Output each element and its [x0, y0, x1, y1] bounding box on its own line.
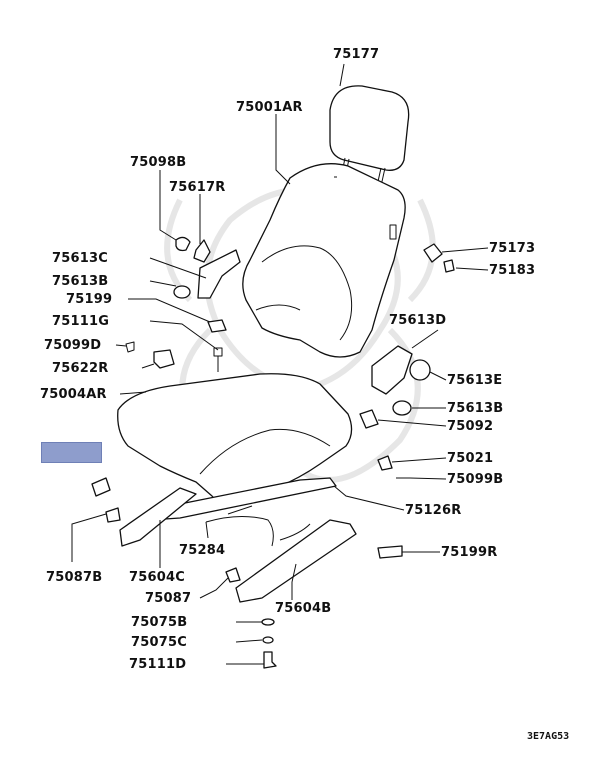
label-75284[interactable]: 75284 [179, 543, 226, 558]
label-75604B[interactable]: 75604B [275, 601, 332, 616]
label-75613E[interactable]: 75613E [447, 373, 503, 388]
label-75613B-right[interactable]: 75613B [447, 401, 504, 416]
highlighted-part-marker [41, 442, 102, 463]
label-75111D[interactable]: 75111D [129, 657, 187, 672]
label-75087B[interactable]: 75087B [46, 570, 103, 585]
label-75617R[interactable]: 75617R [169, 180, 226, 195]
label-75098B[interactable]: 75098B [130, 155, 187, 170]
right-small-parts [225, 243, 455, 669]
label-75126R[interactable]: 75126R [405, 503, 462, 518]
label-75199[interactable]: 75199 [66, 292, 113, 307]
label-75173[interactable]: 75173 [489, 241, 536, 256]
label-75613C[interactable]: 75613C [52, 251, 108, 266]
label-75622R[interactable]: 75622R [52, 361, 109, 376]
diagram-code: 3E7AG53 [527, 731, 570, 742]
label-75075C[interactable]: 75075C [131, 635, 187, 650]
seat-back-part [242, 163, 406, 358]
label-75004AR[interactable]: 75004AR [40, 387, 107, 402]
label-75092[interactable]: 75092 [447, 419, 494, 434]
label-75199R[interactable]: 75199R [441, 545, 498, 560]
label-75099D[interactable]: 75099D [44, 338, 102, 353]
seat-cushion-part [117, 373, 353, 503]
seat-rails [119, 477, 357, 603]
label-75111G[interactable]: 75111G [52, 314, 110, 329]
label-75604C[interactable]: 75604C [129, 570, 185, 585]
label-75183[interactable]: 75183 [489, 263, 536, 278]
leader-lines [71, 63, 489, 665]
label-75177[interactable]: 75177 [333, 47, 380, 62]
label-75099B[interactable]: 75099B [447, 472, 504, 487]
label-75613B-left[interactable]: 75613B [52, 274, 109, 289]
label-75087[interactable]: 75087 [145, 591, 192, 606]
label-75001AR[interactable]: 75001AR [236, 100, 303, 115]
headrest-part [329, 85, 410, 187]
left-small-parts [91, 236, 241, 523]
label-75613D[interactable]: 75613D [389, 313, 447, 328]
label-75075B[interactable]: 75075B [131, 615, 188, 630]
label-75021[interactable]: 75021 [447, 451, 494, 466]
